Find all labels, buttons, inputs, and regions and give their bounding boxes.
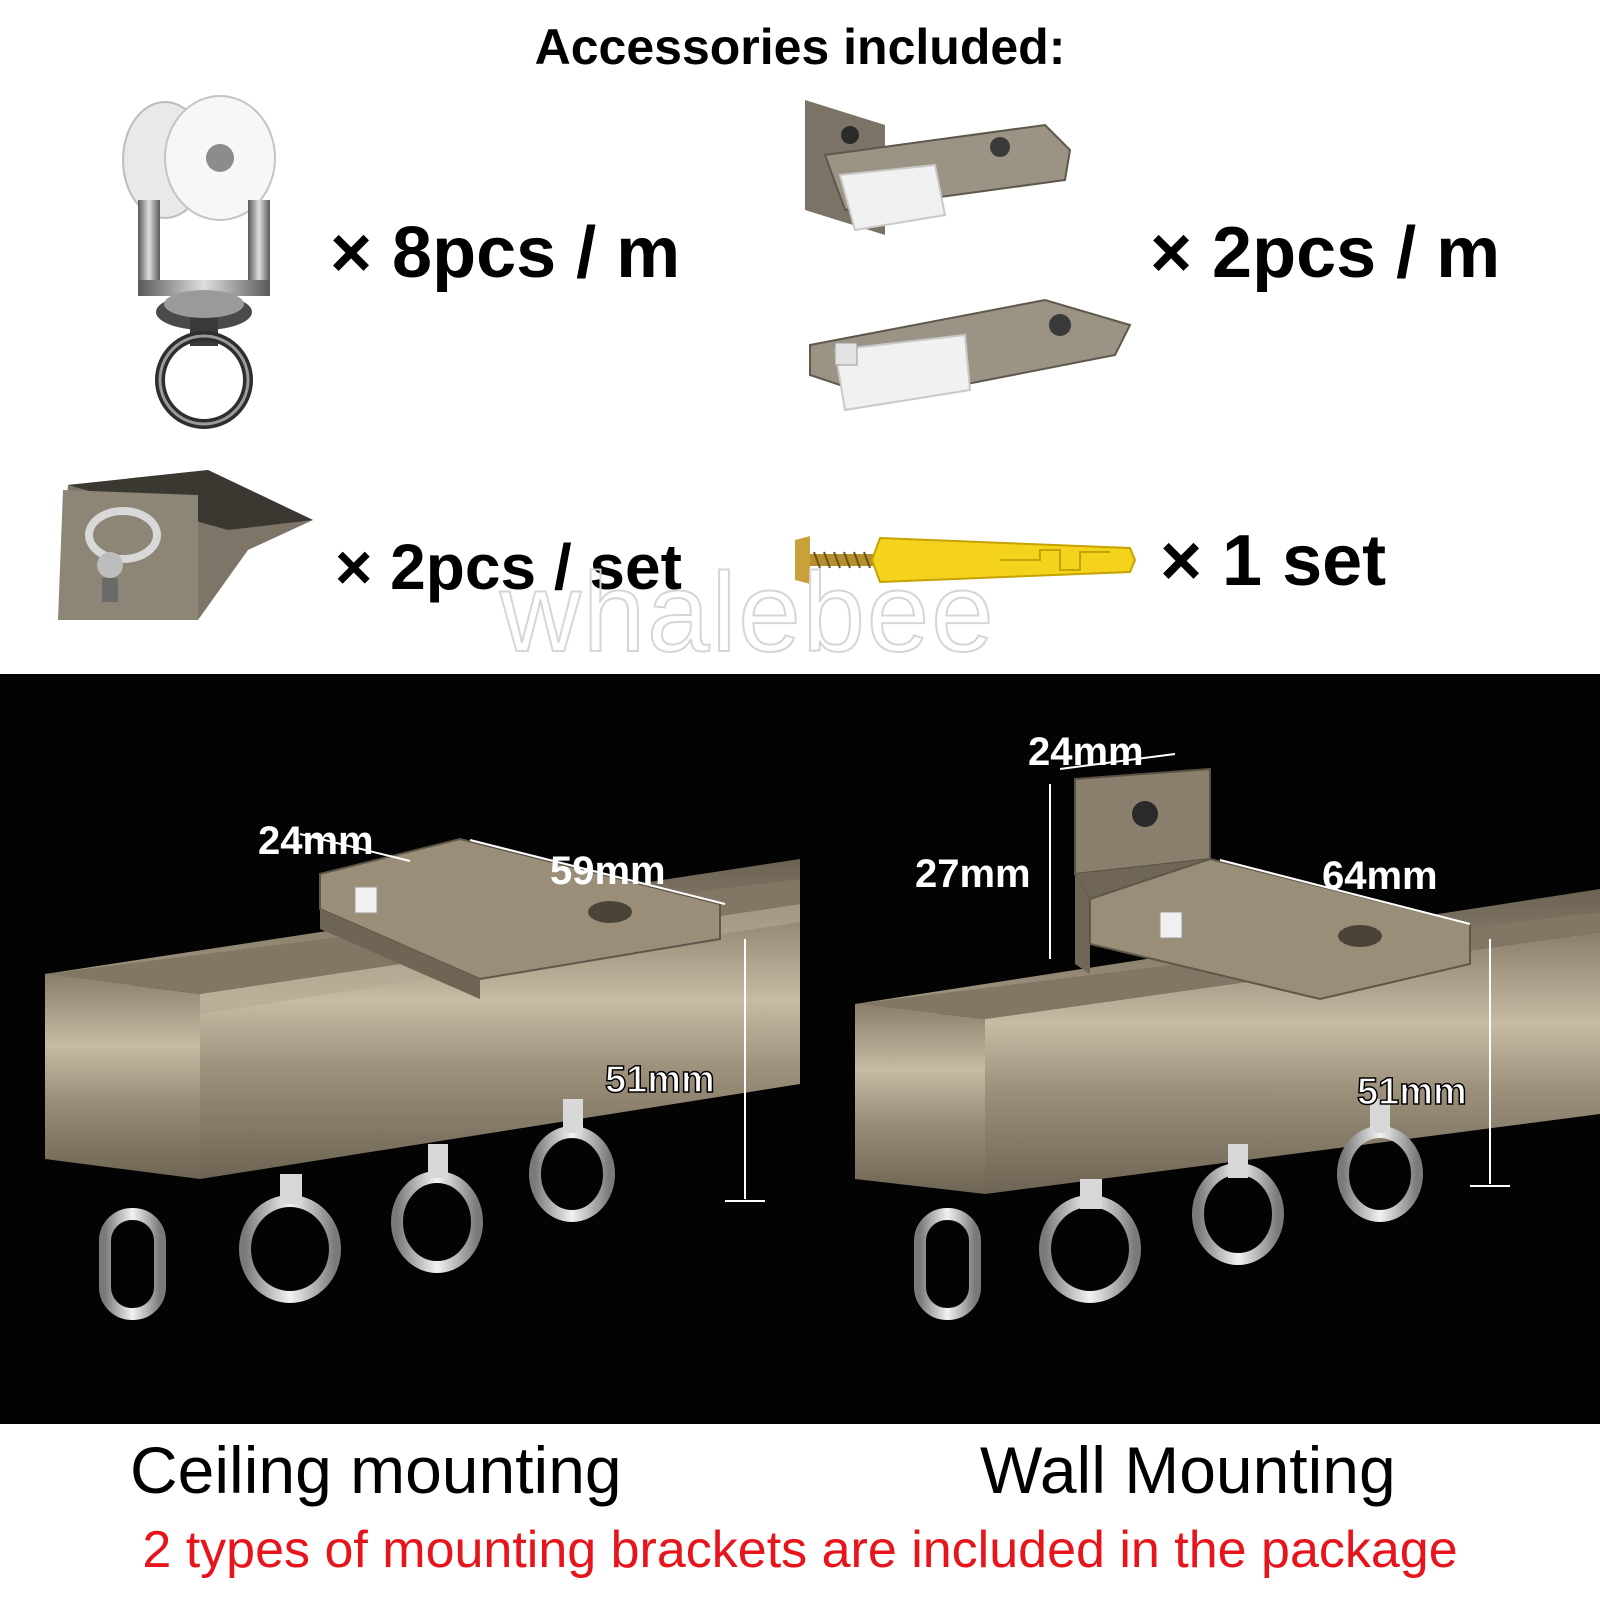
watermark: whalebee [499, 549, 996, 676]
wall-arm-label: 27mm [915, 852, 1031, 896]
ceiling-bracket-icon [805, 100, 1132, 412]
wall-length-label: 64mm [1322, 854, 1438, 898]
rail-illustration [45, 753, 1600, 1320]
package-note: 2 types of mounting brackets are include… [142, 1521, 1458, 1579]
anchor-qty: × 1 set [1160, 521, 1387, 601]
wall-width-label: 24mm [1028, 730, 1144, 774]
bracket-qty: × 2pcs / m [1150, 213, 1501, 293]
runner-qty: × 8pcs / m [330, 213, 681, 293]
ceiling-mounting-caption: Ceiling mounting [130, 1433, 622, 1507]
runner-roller-icon [122, 95, 276, 429]
ceiling-height-label: 51mm [604, 1058, 715, 1102]
page-title: Accessories included: [534, 19, 1066, 75]
wall-mounting-caption: Wall Mounting [980, 1433, 1396, 1507]
end-cap-qty: × 2pcs / set [335, 531, 682, 603]
mounting-illustration-panel: 24mm 59mm 51mm 24mm 27mm 64mm 51mm [0, 674, 1600, 1424]
ceiling-width-label: 24mm [258, 819, 374, 863]
ceiling-length-label: 59mm [550, 849, 666, 893]
end-cap-icon [58, 470, 313, 620]
wall-height-label: 51mm [1356, 1070, 1467, 1114]
screw-anchor-icon [795, 536, 1137, 584]
